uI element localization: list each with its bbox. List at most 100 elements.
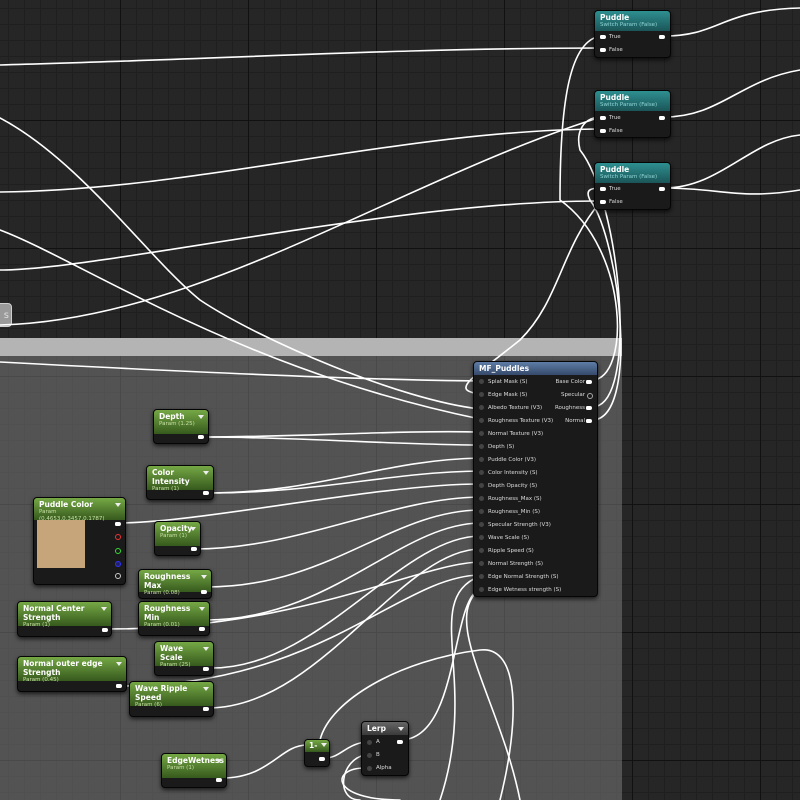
mf-input-pin[interactable] [479,457,484,462]
node-header[interactable]: Opacity Param (1) [155,522,200,546]
collapse-caret-icon[interactable] [115,503,121,507]
mf-input-pin[interactable] [479,418,484,423]
input-pin-false[interactable] [600,48,606,52]
node-header[interactable]: EdgeWetness Param (1) [162,754,226,778]
collapse-caret-icon[interactable] [101,607,107,611]
lerp-node[interactable]: Lerp A B Alpha [361,721,409,776]
output-pin[interactable] [102,628,108,632]
output-pin[interactable] [216,778,222,782]
node-header[interactable]: Wave Ripple Speed Param (6) [130,682,213,708]
mf-input-pin[interactable] [479,444,484,449]
collapse-caret-icon[interactable] [201,575,207,579]
output-pin[interactable] [199,627,205,631]
collapse-caret-icon[interactable] [198,415,204,419]
input-pin-true[interactable] [600,187,606,191]
output-pin[interactable] [116,684,122,688]
input-pin-false[interactable] [600,200,606,204]
param-node-edge-wetness[interactable]: EdgeWetness Param (1) [161,753,227,788]
output-pin-rgb[interactable] [115,522,121,526]
collapse-caret-icon[interactable] [116,662,122,666]
output-pin[interactable] [397,740,403,744]
output-pin[interactable] [191,547,197,551]
mf-input-pin[interactable] [479,548,484,553]
mf-output-pin[interactable] [586,406,592,410]
mf-input-pin[interactable] [479,379,484,384]
output-pin[interactable] [203,707,209,711]
collapse-caret-icon[interactable] [203,687,209,691]
collapse-caret-icon[interactable] [203,647,209,651]
mf-input-pin[interactable] [479,509,484,514]
mf-input-pin[interactable] [479,535,484,540]
param-node-depth[interactable]: Depth Param (1.25) [153,409,209,444]
material-function-mf-puddles[interactable]: MF_Puddles Splat Mask (S)Edge Mask (S)Al… [473,361,598,597]
output-pin[interactable] [203,491,209,495]
param-node-roughness-min[interactable]: Roughness Min Param (0.01) [138,601,210,636]
mf-input-pin[interactable] [479,496,484,501]
mf-output-pin[interactable] [587,393,593,399]
switch-node-puddle-2[interactable]: Puddle Switch Param (False) True False [594,90,671,138]
node-header[interactable]: MF_Puddles [474,362,597,375]
input-pin-false[interactable] [600,129,606,133]
comment-box-fragment[interactable]: s [0,303,12,327]
collapse-caret-icon[interactable] [216,759,222,763]
switch-node-puddle-1[interactable]: Puddle Switch Param (False) True False [594,10,671,58]
comment-box-header[interactable] [0,338,622,356]
mf-input-pin[interactable] [479,405,484,410]
output-pin-g[interactable] [115,548,121,554]
output-pin[interactable] [659,35,665,39]
node-header[interactable]: Puddle Switch Param (False) [595,11,670,31]
mf-input-pin[interactable] [479,470,484,475]
mf-input-pin[interactable] [479,522,484,527]
output-pin[interactable] [319,757,325,761]
output-pin[interactable] [198,435,204,439]
collapse-caret-icon[interactable] [203,471,209,475]
output-pin[interactable] [203,667,209,671]
one-minus-node[interactable]: 1- [304,739,330,767]
input-pin-alpha[interactable] [367,766,372,771]
param-node-wave-ripple-speed[interactable]: Wave Ripple Speed Param (6) [129,681,214,717]
output-pin-a[interactable] [115,573,121,579]
node-header[interactable]: Roughness Max Param (0.08) [139,570,211,596]
param-node-color-intensity[interactable]: Color Intensity Param (1) [146,465,214,500]
mf-output-pin[interactable] [586,419,592,423]
input-pin-a[interactable] [367,740,372,745]
mf-input-pin[interactable] [479,483,484,488]
mf-input-pin[interactable] [479,574,484,579]
node-header[interactable]: Roughness Min Param (0.01) [139,602,209,628]
mf-input-pin[interactable] [479,587,484,592]
node-header[interactable]: Color Intensity Param (1) [147,466,213,492]
output-pin-b[interactable] [115,561,121,567]
output-pin[interactable] [659,187,665,191]
mf-input-pin[interactable] [479,561,484,566]
node-header[interactable]: Puddle Switch Param (False) [595,163,670,183]
node-header[interactable]: Normal outer edge Strength Param (0.45) [18,657,126,683]
mf-output-pin[interactable] [586,380,592,384]
node-header[interactable]: 1- [305,740,329,752]
node-header[interactable]: Puddle Color Param (0.4653,0.3457,0.1787… [34,498,125,522]
collapse-caret-icon[interactable] [190,527,196,531]
mf-input-pin[interactable] [479,392,484,397]
input-pin-true[interactable] [600,116,606,120]
param-node-puddle-color[interactable]: Puddle Color Param (0.4653,0.3457,0.1787… [33,497,126,585]
output-pin[interactable] [201,590,207,594]
node-header[interactable]: Puddle Switch Param (False) [595,91,670,111]
output-pin-r[interactable] [115,534,121,540]
param-node-normal-outer-edge-strength[interactable]: Normal outer edge Strength Param (0.45) [17,656,127,692]
param-node-wave-scale[interactable]: Wave Scale Param (25) [154,641,214,676]
collapse-caret-icon[interactable] [398,727,404,731]
node-header[interactable]: Normal Center Strength Param (1) [18,602,111,628]
switch-node-puddle-3[interactable]: Puddle Switch Param (False) True False [594,162,671,210]
color-swatch-preview[interactable] [37,520,85,568]
node-header[interactable]: Lerp [362,722,408,735]
param-node-normal-center-strength[interactable]: Normal Center Strength Param (1) [17,601,112,637]
collapse-caret-icon[interactable] [199,607,205,611]
node-header[interactable]: Wave Scale Param (25) [155,642,213,668]
mf-input-pin[interactable] [479,431,484,436]
param-node-roughness-max[interactable]: Roughness Max Param (0.08) [138,569,212,599]
param-node-opacity[interactable]: Opacity Param (1) [154,521,201,556]
input-pin-b[interactable] [367,753,372,758]
collapse-caret-icon[interactable] [321,743,327,747]
input-pin-true[interactable] [600,35,606,39]
output-pin[interactable] [659,116,665,120]
